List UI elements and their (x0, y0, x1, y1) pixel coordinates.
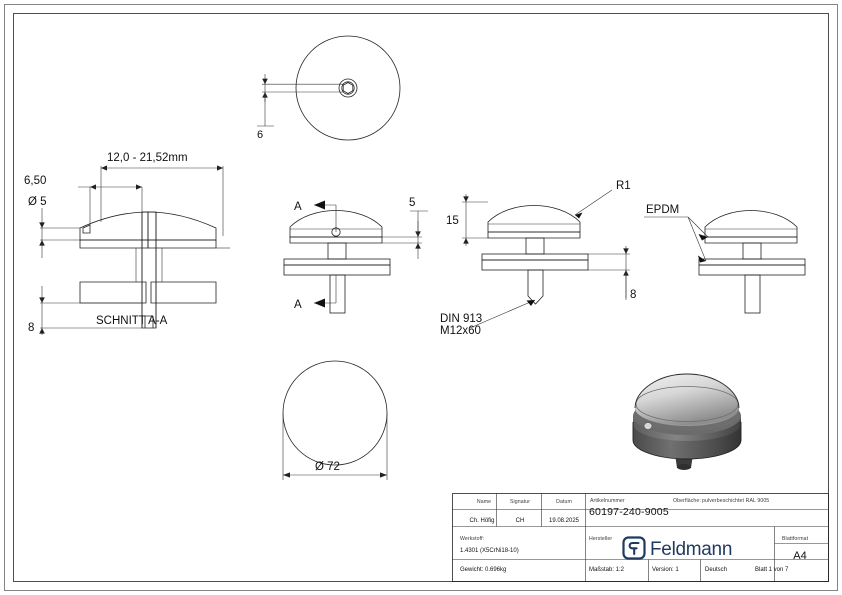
material-view: EPDM (644, 204, 806, 314)
tb-value-weight: Gewicht: 0.696kg (460, 567, 507, 573)
detail-dim-8: 8 (630, 289, 636, 301)
iso-render (632, 373, 742, 470)
section-marker-a-top: A (294, 201, 302, 213)
section-dim-d5: Ø 5 (28, 196, 47, 208)
top-view: 6 (257, 35, 401, 141)
detail-dim-15: 15 (446, 215, 459, 227)
tb-header-signature: Signatur (509, 499, 531, 505)
front-view: A A 5 (283, 197, 428, 314)
bottom-view-dim-d72: Ø 72 (315, 461, 340, 473)
section-view-caption: SCHNITT A-A (96, 315, 168, 327)
tb-header-name: Name (476, 499, 492, 505)
top-view-dim-6: 6 (257, 129, 263, 141)
tb-value-name: Ch. Höfig (469, 518, 495, 524)
logo-wordmark: Feldmann (650, 539, 732, 560)
tb-value-surface: pulverbeschichtet RAL 9005 (702, 498, 770, 504)
bottom-view: Ø 72 (282, 360, 388, 480)
callout-epdm: EPDM (646, 204, 679, 216)
tb-header-manufacturer: Hersteller (589, 536, 613, 542)
section-dim-8: 8 (28, 322, 34, 334)
callout-din913-line2: M12x60 (440, 325, 481, 335)
tb-value-sheet-format: A4 (793, 550, 807, 562)
feldmann-logo: Feldmann (622, 536, 732, 560)
section-dim-650: 6,50 (24, 175, 46, 187)
front-view-dim-5: 5 (409, 197, 415, 209)
tb-header-surface: Oberfläche: (673, 498, 701, 504)
callout-r1: R1 (616, 180, 631, 192)
tb-header-article-number: Artikelnummer (590, 498, 625, 504)
tb-value-scale: Maßstab: 1:2 (589, 567, 625, 573)
section-dim-range: 12,0 - 21,52mm (107, 152, 188, 164)
tb-value-language: Deutsch (705, 567, 728, 573)
tb-value-date: 19.08.2025 (548, 518, 580, 524)
tb-value-version: Version: 1 (652, 567, 679, 573)
tb-value-material: 1.4301 (X5CrNi18-10) (460, 548, 519, 554)
tb-header-material: Werkstoff: (460, 536, 485, 542)
tb-value-article-number: 60197-240-9005 (589, 506, 669, 518)
tb-value-signature: CH (515, 518, 525, 524)
tb-value-sheet-count: Blatt 1 von 7 (755, 567, 789, 573)
tb-header-date: Datum (556, 499, 572, 505)
tb-header-sheet-format: Blattformat (782, 536, 809, 542)
callout-din913-line1: DIN 913 (440, 313, 482, 325)
logo-mark-frame (622, 536, 646, 560)
section-marker-a-bottom: A (294, 299, 302, 311)
logo-mark-letter (628, 541, 640, 556)
detail-view: R1 15 8 DIN 913 M12x60 (440, 180, 636, 335)
section-view-aa: 12,0 - 21,52mm 6,50 Ø 5 8 SCHNITT A-A (24, 152, 230, 335)
